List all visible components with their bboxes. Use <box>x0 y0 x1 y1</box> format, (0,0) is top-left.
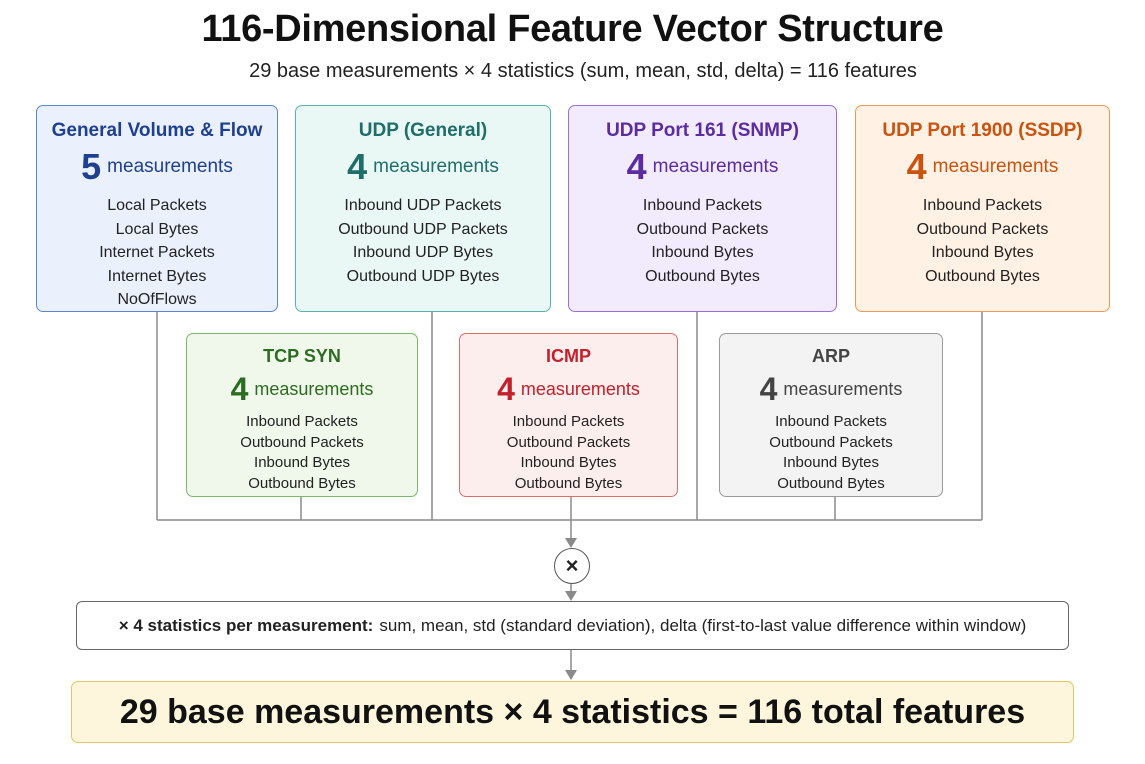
measurement-item: Inbound Packets <box>512 413 625 430</box>
count-label: measurements <box>373 156 499 177</box>
group-name: UDP Port 161 (SNMP) <box>606 120 799 141</box>
measurement-item: Inbound Packets <box>246 413 358 430</box>
group-name: ARP <box>811 346 850 366</box>
measurement-item: Outbound UDP Packets <box>338 220 508 238</box>
arrowhead <box>565 670 577 680</box>
statistics-detail: sum, mean, std (standard deviation), del… <box>379 615 1027 635</box>
measurement-list: Local Packets Local Bytes Internet Packe… <box>37 194 277 312</box>
measurement-item: Outbound Packets <box>769 433 893 451</box>
measurement-item: Internet Bytes <box>107 267 207 285</box>
measurement-item: Outbound Packets <box>916 220 1049 238</box>
measurement-item: Outbound Bytes <box>248 474 356 492</box>
count-number: 4 <box>347 146 368 187</box>
result-box: 29 base measurements × 4 statistics = 11… <box>71 681 1074 743</box>
group-name: UDP (General) <box>358 120 488 141</box>
measurement-item: Outbound UDP Bytes <box>346 267 500 285</box>
count-number: 4 <box>626 146 647 187</box>
multiply-operator-icon: × <box>554 548 590 584</box>
measurement-item: Local Bytes <box>115 220 199 238</box>
measurement-item: Inbound Packets <box>922 197 1043 214</box>
group-name: ICMP <box>546 346 591 366</box>
measurement-item: Inbound UDP Bytes <box>352 244 494 261</box>
measurement-item: Inbound Bytes <box>520 454 617 471</box>
count-label: measurements <box>932 156 1059 177</box>
statistics-lead: × 4 statistics per measurement: <box>118 615 374 635</box>
group-name: UDP Port 1900 (SSDP) <box>882 120 1083 141</box>
measurement-item: Outbound Packets <box>636 220 769 238</box>
measurement-item: Outbound Bytes <box>777 474 885 492</box>
diagram-title: 116-Dimensional Feature Vector Structure <box>201 8 944 50</box>
measurement-list: Inbound Packets Outbound Packets Inbound… <box>460 412 677 494</box>
count-label: measurements <box>107 156 233 177</box>
measurement-item: Inbound Packets <box>775 413 887 430</box>
count-number: 4 <box>497 371 515 407</box>
count-label: measurements <box>783 379 903 399</box>
measurement-list: Inbound UDP Packets Outbound UDP Packets… <box>296 194 550 288</box>
measurement-item: Local Packets <box>107 197 207 214</box>
arrowhead <box>565 591 577 601</box>
diagram-subtitle: 29 base measurements × 4 statistics (sum… <box>249 60 917 82</box>
measurement-item: Internet Packets <box>99 244 215 261</box>
group-name: TCP SYN <box>263 346 341 366</box>
measurement-item: Inbound UDP Packets <box>344 197 502 214</box>
count-number: 4 <box>759 371 778 407</box>
measurement-list: Inbound Packets Outbound Packets Inbound… <box>187 412 417 494</box>
measurement-item: Outbound Bytes <box>514 474 623 492</box>
count-number: 5 <box>81 146 102 187</box>
count-number: 4 <box>906 146 927 187</box>
measurement-item: Outbound Bytes <box>645 267 760 285</box>
count-label: measurements <box>652 156 779 177</box>
measurement-list: Inbound Packets Outbound Packets Inbound… <box>856 194 1109 288</box>
count-label: measurements <box>254 379 374 399</box>
measurement-item: NoOfFlows <box>117 291 197 308</box>
measurement-item: Inbound Bytes <box>254 454 350 471</box>
measurement-item: Inbound Bytes <box>783 454 879 471</box>
count-number: 4 <box>230 371 249 407</box>
arrowhead <box>565 538 577 548</box>
count-label: measurements <box>520 379 640 399</box>
measurement-item: Outbound Packets <box>506 433 631 451</box>
group-name: General Volume & Flow <box>51 120 263 141</box>
measurement-list: Inbound Packets Outbound Packets Inbound… <box>569 194 836 288</box>
statistics-box: × 4 statistics per measurement: sum, mea… <box>76 601 1069 650</box>
measurement-item: Inbound Bytes <box>651 244 754 261</box>
measurement-item: Outbound Bytes <box>925 267 1040 285</box>
measurement-list: Inbound Packets Outbound Packets Inbound… <box>720 412 942 494</box>
measurement-item: Outbound Packets <box>240 433 364 451</box>
measurement-item: Inbound Bytes <box>931 244 1034 261</box>
measurement-item: Inbound Packets <box>642 197 763 214</box>
